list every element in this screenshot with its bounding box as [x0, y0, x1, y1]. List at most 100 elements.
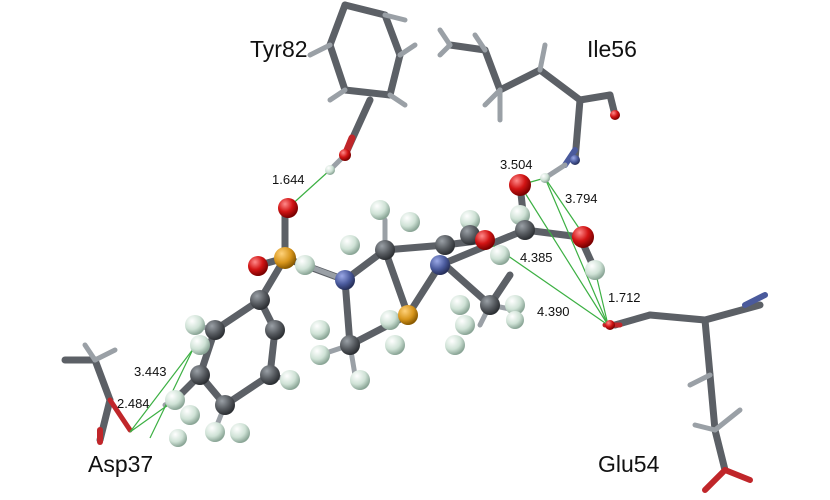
hydrogen-atom: [490, 245, 510, 265]
hydrogen-atom: [169, 429, 187, 447]
hydrogen-atom: [455, 315, 475, 335]
carbon-atom: [375, 240, 395, 260]
asp37-label: Asp37: [88, 451, 153, 477]
ile56-carbonyl-o-atom: [610, 110, 620, 120]
bond-line: [92, 347, 118, 363]
glu54-oxygen-atom: [605, 320, 615, 330]
hydrogen-atom: [506, 311, 524, 329]
bond-line: [562, 147, 578, 168]
bond-line: [646, 311, 709, 324]
ile56-nitrogen-atom: [570, 155, 580, 165]
bond-line: [82, 342, 98, 363]
ile56-residue: [437, 27, 619, 181]
hydrogen-atom: [295, 255, 315, 275]
bond-line: [327, 87, 348, 103]
bond-line: [706, 371, 719, 434]
hydrogen-atom: [165, 390, 185, 410]
distance-label-asp37-a: 3.443: [134, 364, 167, 379]
hydrogen-atom: [340, 235, 360, 255]
carbon-atom: [340, 335, 360, 355]
sulfonyl-oxygen-atom-2: [248, 256, 268, 276]
glu54-label: Glu54: [598, 451, 660, 477]
carbon-atom: [260, 365, 280, 385]
ligand-sulfur-atom: [398, 305, 418, 325]
bond-line: [536, 66, 584, 104]
bond-line: [341, 86, 394, 99]
bond-line: [437, 27, 453, 48]
bond-line: [711, 426, 729, 474]
distance-label-ile56-b: 3.794: [565, 191, 598, 206]
hbond-line: [544, 177, 609, 326]
bond-line: [341, 276, 354, 349]
bond-line: [472, 32, 488, 53]
bond-line: [446, 41, 489, 54]
distance-label-glu54-a: 4.385: [520, 250, 553, 265]
hydrogen-atom: [185, 315, 205, 335]
ligand-oxygen-atom: [475, 230, 495, 250]
carbon-atom: [205, 320, 225, 340]
ligand-nitrogen-atom-2: [430, 255, 450, 275]
bond-line: [387, 92, 408, 108]
hydrogen-atom: [400, 212, 420, 232]
hydrogen-atom: [310, 320, 330, 340]
bond-line: [687, 372, 713, 388]
sulfonyl-oxygen-atom: [278, 198, 298, 218]
bond-line: [326, 41, 349, 94]
bond-line: [107, 397, 133, 433]
hydrogen-atom: [380, 310, 400, 330]
glu54-residue: [602, 292, 768, 493]
bond-line: [326, 1, 349, 49]
distance-label-ile56-a: 3.504: [500, 157, 533, 172]
bond-line: [537, 42, 548, 73]
carbon-atom: [250, 290, 270, 310]
bond-line: [91, 356, 114, 404]
hydrogen-atom: [350, 370, 370, 390]
bond-line: [397, 42, 418, 58]
bond-line: [701, 316, 714, 379]
distance-label-tyr82: 1.644: [272, 172, 305, 187]
distance-label-glu54-c: 1.712: [608, 290, 641, 305]
hbond-line: [129, 339, 201, 433]
bond-line: [441, 261, 494, 309]
hydrogen-atom: [180, 405, 200, 425]
bond-line: [712, 407, 743, 433]
hydrogen-atom: [445, 335, 465, 355]
carbon-atom: [215, 395, 235, 415]
hydrogen-atom: [460, 210, 480, 230]
ile56-amide-h-atom: [540, 173, 550, 183]
bond-line: [386, 51, 404, 99]
hydrogen-atom: [190, 335, 210, 355]
bond-line: [307, 42, 333, 58]
bond-line: [496, 66, 544, 94]
bond-line: [722, 467, 753, 483]
hbond-line: [519, 184, 609, 326]
hydrogen-atom: [450, 295, 470, 315]
tyr82-oxygen-atom: [339, 149, 351, 161]
hydrogen-atom: [230, 423, 250, 443]
bond-line: [701, 301, 764, 324]
bond-line: [381, 246, 412, 319]
bond-line: [481, 46, 504, 94]
tyr82-label: Tyr82: [250, 36, 308, 62]
carboxyl-oxygen-atom: [509, 174, 531, 196]
bond-line: [692, 422, 718, 433]
carboxyl-hydroxyl-oxygen-atom: [572, 226, 594, 248]
carbon-atom: [265, 320, 285, 340]
bond-line: [381, 11, 404, 59]
hydrogen-atom: [370, 200, 390, 220]
atoms: [165, 110, 620, 447]
bond-line: [341, 1, 389, 19]
carbon-atom: [515, 220, 535, 240]
sulfonyl-sulfur-atom: [274, 247, 296, 269]
hydrogen-atom: [385, 335, 405, 355]
hydrogen-atom: [205, 422, 225, 442]
hydrogen-atom: [505, 295, 525, 315]
hydrogen-atom: [280, 370, 300, 390]
ile56-label: Ile56: [587, 36, 637, 62]
distance-label-asp37-b: 2.484: [117, 396, 150, 411]
tyr82-hydroxyl-h-atom: [325, 165, 335, 175]
tyr82-residue: [307, 1, 418, 173]
bond-line: [437, 42, 453, 58]
